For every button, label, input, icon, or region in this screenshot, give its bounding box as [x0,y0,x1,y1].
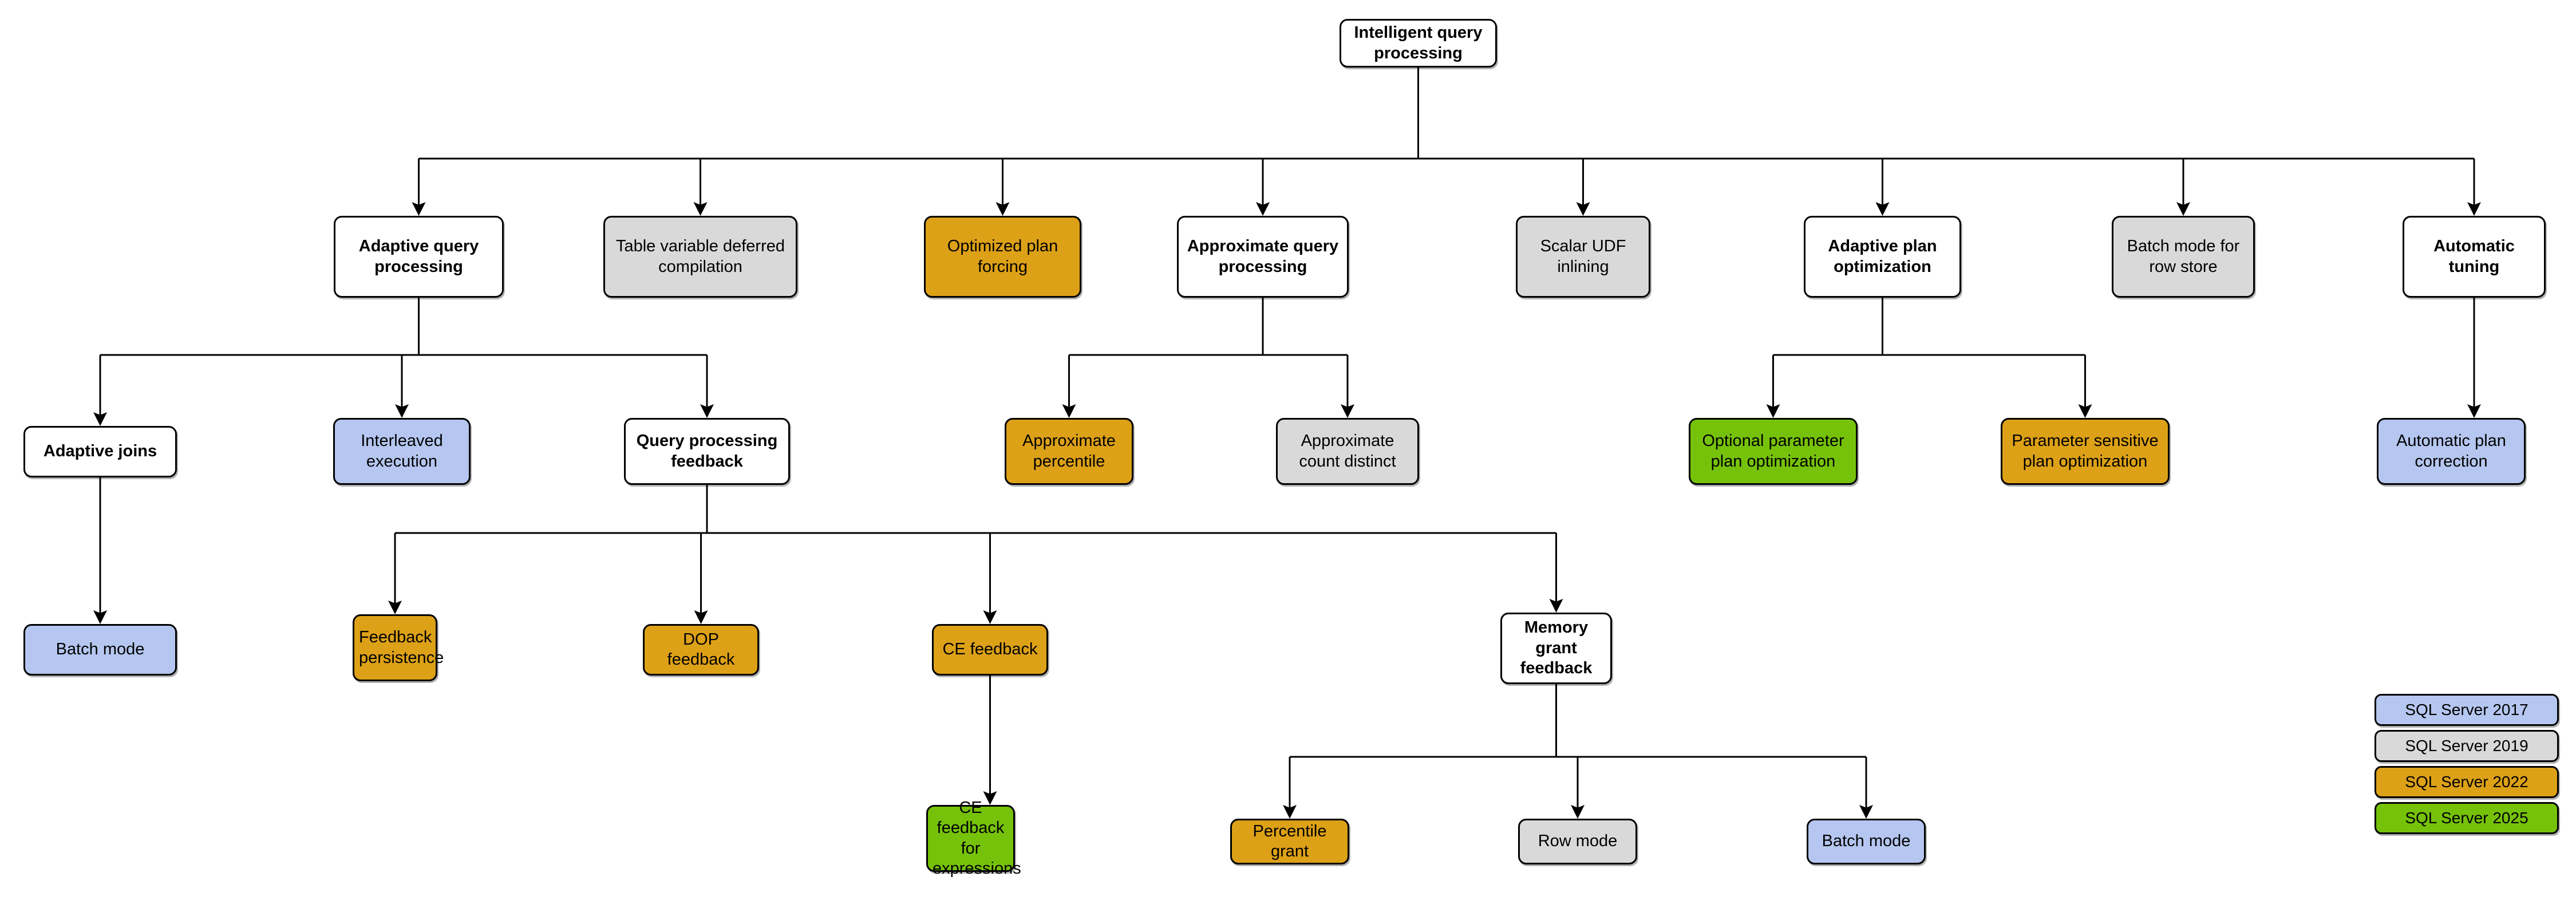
legend-item: SQL Server 2022 [2374,766,2559,798]
node-apo[interactable]: Adaptive plan optimization [1804,216,1961,298]
node-label: Batch mode [1822,832,1911,851]
node-root[interactable]: Intelligent query processing [1340,19,1497,68]
node-label: Row mode [1538,832,1618,851]
node-ajoins[interactable]: Adaptive joins [23,426,177,477]
node-label: Batch mode [56,640,145,659]
legend-item-label: SQL Server 2025 [2405,809,2528,827]
node-label: Interleaved execution [361,432,443,471]
node-pctgrant[interactable]: Percentile grant [1230,819,1349,864]
node-label: CE feedback for expressions [933,798,1021,878]
node-aqp[interactable]: Adaptive query processing [334,216,504,298]
node-label: Intelligent query processing [1354,23,1483,62]
node-label: Adaptive query processing [358,237,479,276]
node-mgf[interactable]: Memory grant feedback [1500,613,1612,684]
node-rowmode[interactable]: Row mode [1518,819,1637,864]
node-label: CE feedback [942,640,1038,659]
node-label: Table variable deferred compilation [615,237,785,276]
node-fbpers[interactable]: Feedback persistence [353,614,444,681]
node-label: Scalar UDF inlining [1540,237,1626,276]
node-tvdc[interactable]: Table variable deferred compilation [603,216,797,298]
node-bmrs[interactable]: Batch mode for row store [2112,216,2255,298]
node-label: Percentile grant [1253,822,1327,860]
legend-item: SQL Server 2017 [2374,694,2559,726]
legend-item-label: SQL Server 2019 [2405,737,2528,755]
node-label: Parameter sensitive plan optimization [2012,432,2159,471]
node-label: Automatic tuning [2433,237,2515,276]
node-bmode2[interactable]: Batch mode [1807,819,1926,864]
node-label: Memory grant feedback [1520,618,1593,678]
node-cefb[interactable]: CE feedback [932,624,1048,676]
node-opf[interactable]: Optimized plan forcing [924,216,1081,298]
node-apc[interactable]: Automatic plan correction [2377,418,2526,485]
node-label: Automatic plan correction [2396,432,2506,471]
legend-item-label: SQL Server 2022 [2405,773,2528,791]
node-label: Approximate query processing [1187,237,1339,276]
node-qpf[interactable]: Query processing feedback [624,418,790,485]
node-bmode1[interactable]: Batch mode [23,624,177,676]
node-pspo[interactable]: Parameter sensitive plan optimization [2001,418,2170,485]
node-label: Optimized plan forcing [947,237,1058,276]
legend-item: SQL Server 2025 [2374,802,2559,834]
node-iexec[interactable]: Interleaved execution [333,418,471,485]
node-label: Optional parameter plan optimization [1702,432,1844,471]
node-label: Query processing feedback [636,432,778,471]
node-cefbexpr[interactable]: CE feedback for expressions [926,799,1021,878]
node-approxqp[interactable]: Approximate query processing [1177,216,1349,298]
legend-item: SQL Server 2019 [2374,730,2559,762]
node-dopfb[interactable]: DOP feedback [643,624,759,676]
node-oppo[interactable]: Optional parameter plan optimization [1689,418,1858,485]
node-label: Batch mode for row store [2127,237,2240,276]
node-label: DOP feedback [667,630,735,669]
node-label: Approximate count distinct [1299,432,1396,471]
node-label: Approximate percentile [1022,432,1116,471]
node-sudf[interactable]: Scalar UDF inlining [1516,216,1650,298]
node-acd[interactable]: Approximate count distinct [1276,418,1419,485]
node-label: Feedback persistence [359,628,444,667]
node-label: Adaptive joins [43,442,157,461]
node-label: Adaptive plan optimization [1828,237,1937,276]
legend-item-label: SQL Server 2017 [2405,701,2528,718]
node-approxpct[interactable]: Approximate percentile [1005,418,1133,485]
node-autotune[interactable]: Automatic tuning [2403,216,2546,298]
